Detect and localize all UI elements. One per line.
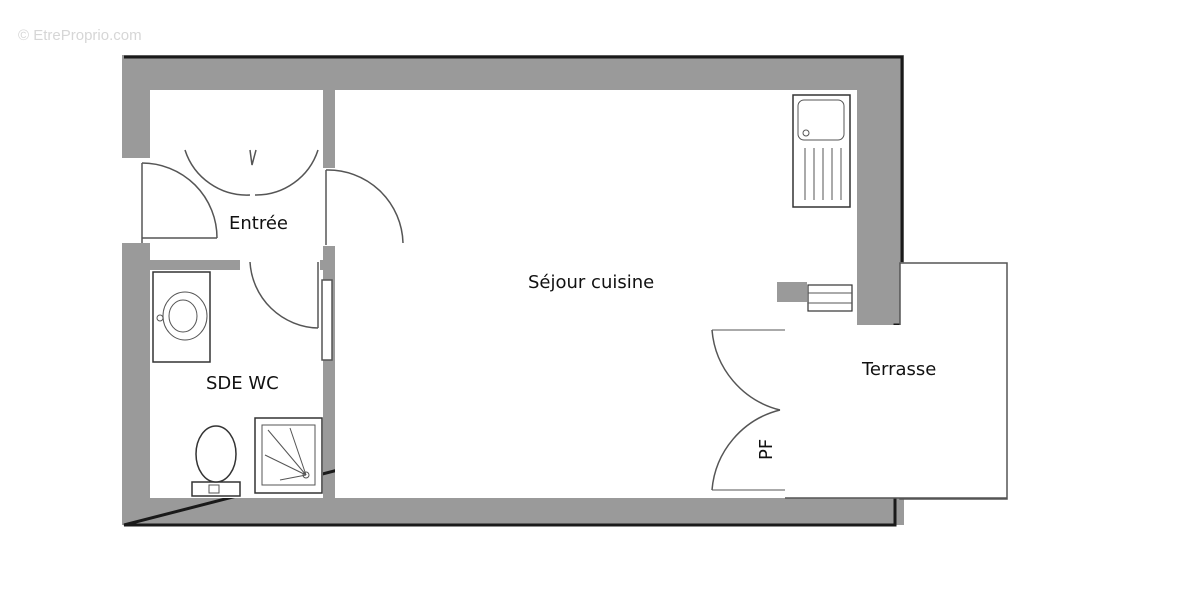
pillar	[777, 282, 807, 302]
closet-door-icon	[184, 149, 319, 196]
toilet-icon	[191, 425, 241, 497]
terrasse-outline	[899, 262, 1008, 500]
room-label-sde: SDE WC	[206, 373, 279, 394]
floors	[122, 90, 905, 498]
room-label-pf: PF	[756, 439, 777, 460]
window-icon	[807, 284, 853, 312]
entree-floor	[150, 90, 323, 260]
french-door-icon	[711, 329, 785, 491]
sde-door-gap	[240, 255, 320, 273]
sejour-door-icon	[325, 169, 404, 245]
front-door-gap	[122, 158, 152, 243]
sejour-door-gap	[320, 168, 338, 246]
room-label-entree: Entrée	[229, 213, 288, 234]
sejour-floor	[335, 90, 857, 498]
sde-door-icon	[249, 261, 319, 329]
door-icon	[141, 162, 218, 243]
room-label-sejour: Séjour cuisine	[528, 272, 654, 293]
shower-icon	[254, 417, 323, 494]
sliding-panel	[321, 279, 333, 361]
sink-icon	[152, 271, 211, 363]
fixtures	[152, 94, 851, 497]
room-label-terrasse: Terrasse	[861, 359, 936, 380]
watermark-text: © EtreProprio.com	[18, 27, 142, 44]
terrasse-join	[785, 325, 907, 498]
doors	[141, 149, 853, 491]
room-labels: Entrée Séjour cuisine SDE WC Terrasse PF	[206, 213, 936, 460]
kitchen-sink-icon	[792, 94, 851, 208]
